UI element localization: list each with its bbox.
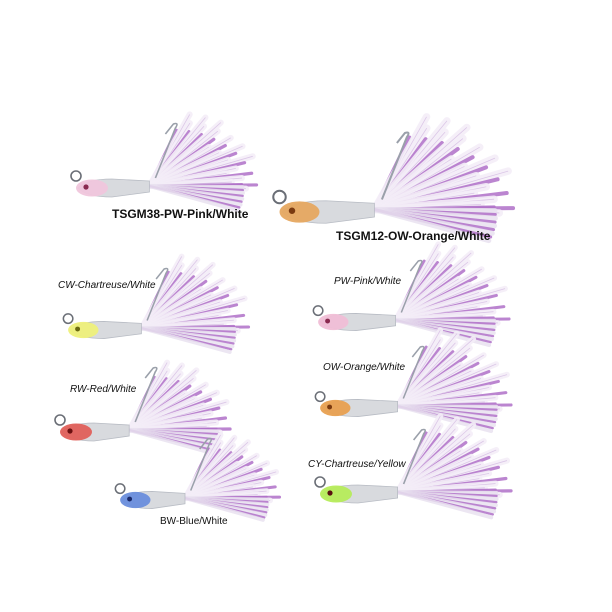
lure-5 xyxy=(54,359,232,456)
line-tie-eye-icon xyxy=(54,414,66,426)
line-tie-eye-icon xyxy=(114,483,126,495)
lure-head xyxy=(318,313,349,331)
lure-head xyxy=(60,423,92,441)
lure-4 xyxy=(312,241,511,348)
lure-7 xyxy=(114,432,282,522)
skirt-strand xyxy=(139,326,232,354)
hook-icon xyxy=(189,437,213,491)
lure-head xyxy=(68,321,99,339)
fish-eye-icon xyxy=(325,318,331,324)
lure-label-ow: OW-Orange/White xyxy=(323,362,406,373)
hook-icon xyxy=(380,131,410,200)
line-tie-eye-icon xyxy=(62,313,74,325)
fish-eye-icon xyxy=(127,496,133,502)
lure-head xyxy=(76,179,108,197)
fish-eye-icon xyxy=(67,428,73,434)
skirt-strand xyxy=(147,184,240,213)
lure-head xyxy=(320,485,352,503)
lure-3 xyxy=(62,253,251,354)
fish-eye-icon xyxy=(288,207,296,214)
hook-icon xyxy=(400,259,423,313)
skirt-strand xyxy=(371,207,492,244)
line-tie-eye-icon xyxy=(272,189,287,205)
hook-icon xyxy=(154,122,178,179)
lure-1 xyxy=(70,111,259,213)
lure-6 xyxy=(314,327,513,434)
lure-label-bw: BW-Blue/White xyxy=(160,516,228,527)
lure-label-pw: PW-Pink/White xyxy=(334,276,402,287)
lure-8 xyxy=(314,413,513,520)
lure-label-tsgm12: TSGM12-OW-Orange/White xyxy=(336,229,491,243)
line-tie-eye-icon xyxy=(314,476,326,488)
lure-head xyxy=(120,491,151,509)
fish-eye-icon xyxy=(327,404,333,410)
line-tie-eye-icon xyxy=(70,170,82,182)
hook-icon xyxy=(146,267,169,321)
skirt-strand xyxy=(127,428,215,456)
skirt-strand xyxy=(183,496,265,522)
skirt-strand xyxy=(395,490,494,520)
lure-label-rw: RW-Red/White xyxy=(70,384,137,395)
lure-head xyxy=(279,201,320,223)
line-tie-eye-icon xyxy=(314,391,326,403)
lure-label-cy: CY-Chartreuse/Yellow xyxy=(308,459,406,470)
skirt-strand xyxy=(395,404,494,434)
lure-head xyxy=(320,399,351,417)
fish-eye-icon xyxy=(75,326,81,332)
hook-icon xyxy=(402,428,426,485)
lure-label-cw: CW-Chartreuse/White xyxy=(58,280,156,291)
hook-icon xyxy=(134,366,158,423)
lure-2 xyxy=(272,113,516,244)
line-tie-eye-icon xyxy=(312,305,324,317)
fish-eye-icon xyxy=(83,184,89,190)
fish-eye-icon xyxy=(327,490,333,496)
hook-icon xyxy=(402,345,425,399)
lure-label-tsgm38: TSGM38-PW-Pink/White xyxy=(112,207,249,221)
